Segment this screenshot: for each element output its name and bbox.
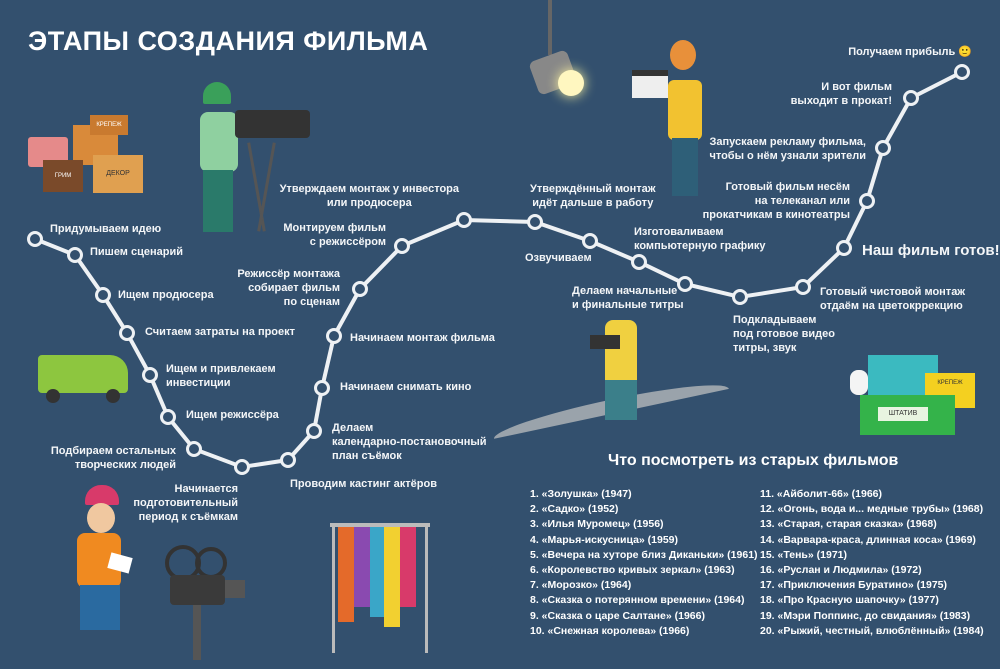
timeline-node-24 xyxy=(875,140,891,156)
step-label-15: Утверждаем монтаж у инвестора или продюс… xyxy=(279,183,459,209)
step-label-26: Получаем прибыль 🙂 xyxy=(848,46,972,58)
film-item: 4. «Марья-искусница» (1959) xyxy=(530,533,679,546)
timeline-node-14 xyxy=(394,238,410,254)
costume-rack-illustration xyxy=(330,515,430,655)
step-label-22: Наш фильм готов! xyxy=(862,242,1000,259)
step-label-17: Озвучиваем xyxy=(525,252,592,264)
film-item: 19. «Мэри Поппинс, до свидания» (1983) xyxy=(760,609,971,622)
timeline-node-9 xyxy=(280,452,296,468)
step-label-8: Начинается подготовительный период к съё… xyxy=(133,483,238,523)
film-item: 9. «Сказка о царе Салтане» (1966) xyxy=(530,609,705,622)
step-label-9: Проводим кастинг актёров xyxy=(290,478,437,490)
van-illustration xyxy=(38,355,128,403)
cameraman-illustration xyxy=(195,82,315,237)
box-label: ШТАТИВ xyxy=(878,407,928,421)
timeline-node-26 xyxy=(954,64,970,80)
props-boxes-illustration: КРЕПЕЖ ГРИМ ДЕКОР xyxy=(28,115,143,195)
film-item: 16. «Руслан и Людмила» (1972) xyxy=(760,564,922,577)
timeline-node-4 xyxy=(119,325,135,341)
timeline-node-6 xyxy=(160,409,176,425)
step-label-4: Считаем затраты на проект xyxy=(145,326,296,338)
box-label: КРЕПЕЖ xyxy=(90,115,128,135)
timeline-node-5 xyxy=(142,367,158,383)
step-label-18: Делаем начальные и финальные титры xyxy=(572,285,684,311)
step-label-6: Ищем режиссёра xyxy=(186,409,279,421)
step-label-12: Начинаем монтаж фильма xyxy=(350,332,495,344)
timeline-node-11 xyxy=(314,380,330,396)
film-item: 13. «Старая, старая сказка» (1968) xyxy=(760,518,937,531)
timeline-node-10 xyxy=(306,423,322,439)
step-label-20: Подкладываем под готовое видео титры, зв… xyxy=(733,314,835,354)
step-label-24: Запускаем рекламу фильма, чтобы о нём уз… xyxy=(709,136,866,162)
timeline-line xyxy=(34,70,963,470)
film-item: 8. «Сказка о потерянном времени» (1964) xyxy=(530,594,745,607)
step-label-5: Ищем и привлекаем инвестиции xyxy=(166,363,276,389)
spotlight-illustration xyxy=(528,0,588,110)
step-label-10: Делаем календарно-постановочный план съё… xyxy=(332,422,487,462)
film-item: 1. «Золушка» (1947) xyxy=(530,488,632,500)
film-item: 10. «Снежная королева» (1966) xyxy=(530,624,690,637)
step-label-14: Монтируем фильм с режиссёром xyxy=(283,222,386,248)
box-label: ДЕКОР xyxy=(93,155,143,193)
film-item: 17. «Приключения Буратино» (1975) xyxy=(760,579,947,592)
films-list-col2: 11. «Айболит-66» (1966) 12. «Огонь, вода … xyxy=(760,487,984,639)
film-item: 3. «Илья Муромец» (1956) xyxy=(530,518,664,531)
step-label-23: Готовый фильм несём на телеканал или про… xyxy=(702,181,850,221)
step-label-13: Режиссёр монтажа собирает фильм по сцена… xyxy=(237,268,340,308)
step-label-25: И вот фильм выходит в прокат! xyxy=(790,81,892,107)
step-label-11: Начинаем снимать кино xyxy=(340,381,472,393)
film-item: 18. «Про Красную шапочку» (1977) xyxy=(760,594,939,607)
film-camera-illustration xyxy=(165,545,250,660)
timeline-node-25 xyxy=(903,90,919,106)
timeline-node-19 xyxy=(677,276,693,292)
films-title: Что посмотреть из старых фильмов xyxy=(608,452,899,469)
timeline-node-1 xyxy=(27,231,43,247)
screenwriter-illustration xyxy=(65,485,145,660)
timeline-node-2 xyxy=(67,247,83,263)
timeline-node-15 xyxy=(456,212,472,228)
film-item: 6. «Королевство кривых зеркал» (1963) xyxy=(530,564,735,577)
film-item: 7. «Морозко» (1964) xyxy=(530,579,632,592)
timeline-node-8 xyxy=(234,459,250,475)
timeline-node-23 xyxy=(859,193,875,209)
timeline-node-18 xyxy=(631,254,647,270)
film-item: 2. «Садко» (1952) xyxy=(530,503,619,516)
camera-dolly-illustration xyxy=(490,320,730,445)
step-label-3: Ищем продюсера xyxy=(118,289,214,301)
films-list-col1: 1. «Золушка» (1947) 2. «Садко» (1952) 3. «… xyxy=(530,487,758,639)
film-item: 20. «Рыжий, честный, влюблённый» (1984) xyxy=(760,624,984,637)
timeline-node-3 xyxy=(95,287,111,303)
step-label-19: Изготоваливаем компьютерную графику xyxy=(634,226,766,252)
page-title: ЭТАПЫ СОЗДАНИЯ ФИЛЬМА xyxy=(28,26,429,56)
timeline-node-22 xyxy=(836,240,852,256)
timeline-node-7 xyxy=(186,441,202,457)
film-item: 11. «Айболит-66» (1966) xyxy=(760,488,883,500)
timeline-node-21 xyxy=(795,279,811,295)
timeline-node-13 xyxy=(352,281,368,297)
box-label: ГРИМ xyxy=(43,160,83,192)
step-label-16: Утверждённый монтаж идёт дальше в работу xyxy=(530,183,656,209)
step-label-1: Придумываем идею xyxy=(50,223,162,235)
timeline-node-16 xyxy=(527,214,543,230)
timeline-node-17 xyxy=(582,233,598,249)
step-label-7: Подбираем остальных творческих людей xyxy=(50,445,176,471)
timeline-node-20 xyxy=(732,289,748,305)
step-label-21: Готовый чистовой монтаж отдаём на цветок… xyxy=(820,286,966,312)
film-item: 14. «Варвара-краса, длинная коса» (1969) xyxy=(760,533,976,546)
film-item: 12. «Огонь, вода и... медные трубы» (196… xyxy=(760,503,984,516)
step-label-2: Пишем сценарий xyxy=(90,246,184,258)
film-item: 15. «Тень» (1971) xyxy=(760,548,847,561)
storage-boxes-illustration: КРЕПЕЖ ШТАТИВ xyxy=(850,355,975,435)
director-clapperboard-illustration xyxy=(630,40,710,200)
timeline-node-12 xyxy=(326,328,342,344)
film-item: 5. «Вечера на хуторе близ Диканьки» (196… xyxy=(530,548,758,561)
